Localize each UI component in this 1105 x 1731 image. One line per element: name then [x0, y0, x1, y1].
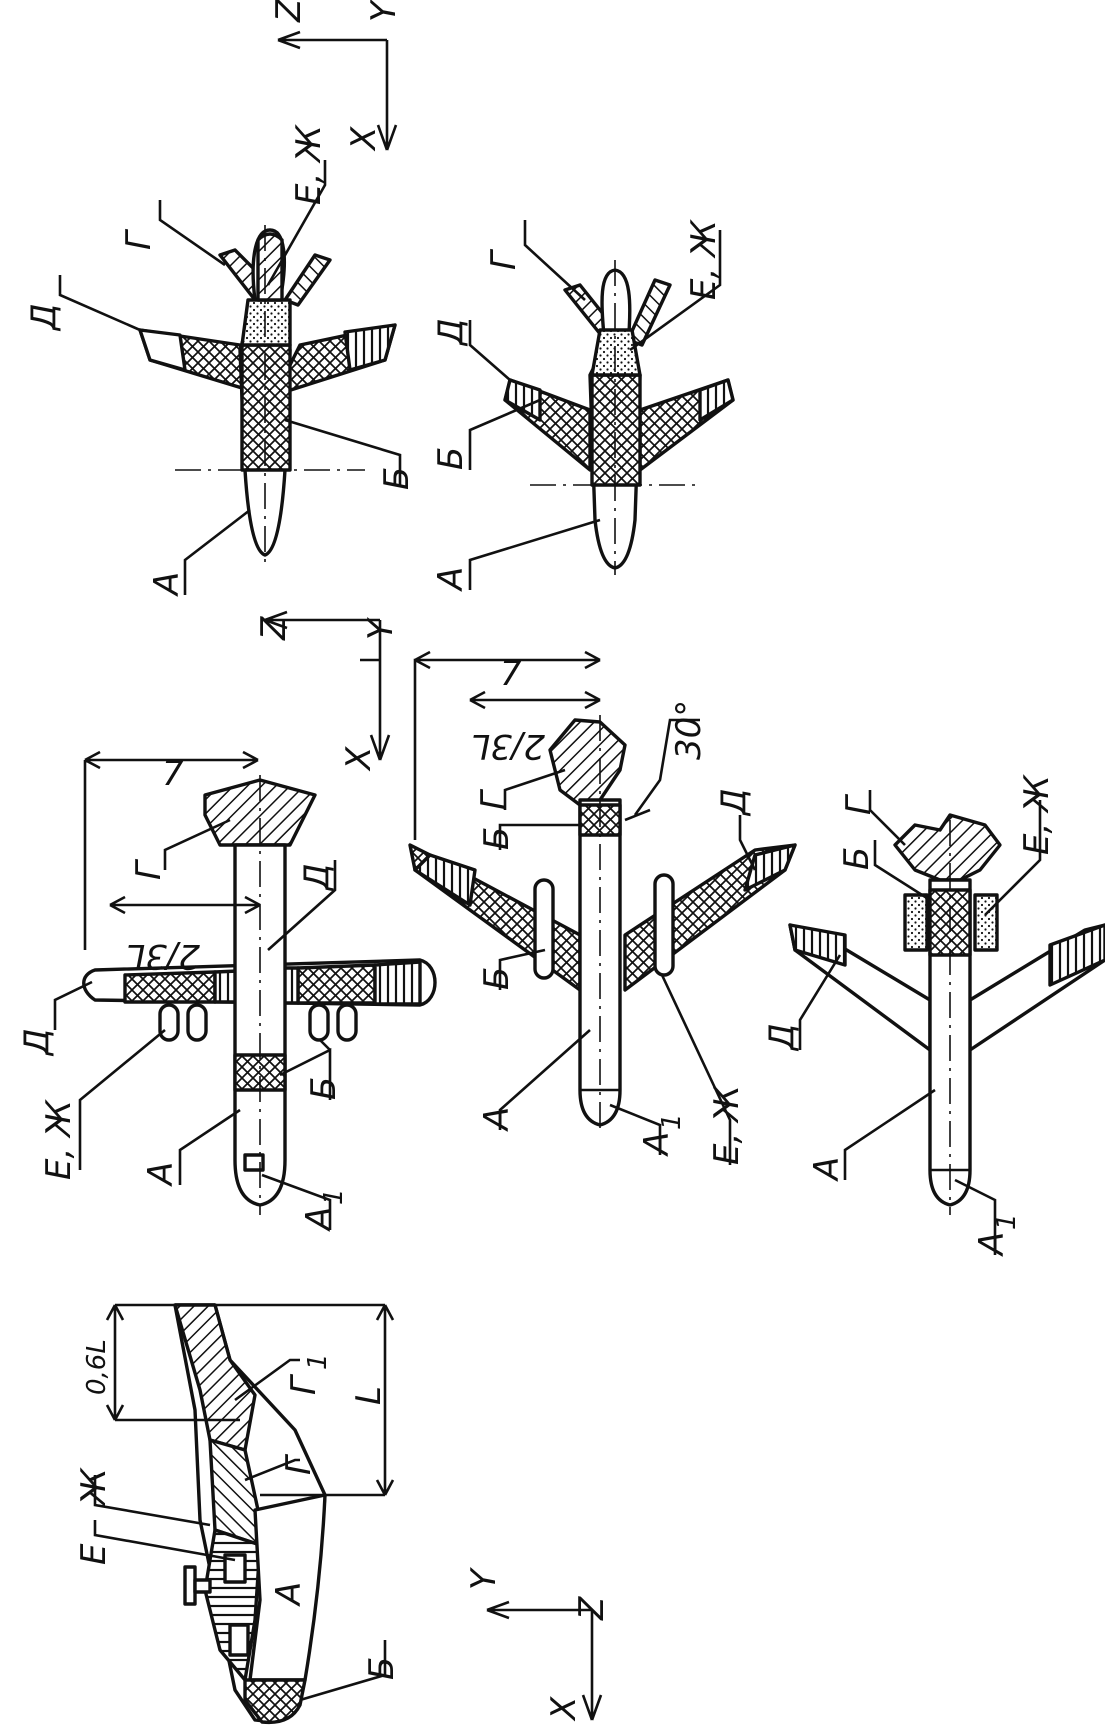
label-a1-tt-sub: 1: [992, 1213, 1022, 1230]
fighter-2: Д Г Е, Ж Б А: [431, 219, 735, 592]
label-a1-prop-sub: 1: [319, 1188, 349, 1205]
label-d-f2: Д: [431, 318, 471, 347]
label-a-heli: А: [269, 1582, 309, 1607]
label-a1-prop: А: [299, 1207, 339, 1232]
label-ezh-tt: Е, Ж: [1017, 774, 1057, 855]
dim-30-deg: 30°: [669, 700, 709, 760]
label-g-f2: Г: [484, 248, 524, 270]
dim-7-prop: 7: [162, 754, 184, 794]
label-ezh-jet: Е, Ж: [707, 1084, 747, 1165]
label-ezh-f1: Е, Ж: [289, 124, 329, 205]
label-g1-heli: Г: [284, 1373, 324, 1395]
label-d-prop: Д: [297, 863, 337, 892]
axes-bottom-left: Y Z X: [464, 1567, 612, 1722]
axis-y-label-3: Y: [464, 1567, 504, 1590]
label-a1-tt: А: [972, 1232, 1012, 1257]
label-b-tt: Б: [837, 847, 877, 870]
label-b-heli: Б: [362, 1657, 402, 1680]
axis-z-label: Z: [269, 0, 309, 23]
label-d-prop-wing: Д: [17, 1028, 57, 1057]
label-d-tt: Д: [762, 1023, 802, 1052]
label-b-prop: Б: [304, 1077, 344, 1100]
label-a1-jet: А: [637, 1132, 677, 1157]
label-b-f1: Б: [377, 467, 417, 490]
label-d-jet: Д: [714, 788, 754, 817]
label-ezh-prop: Е, Ж: [39, 1099, 79, 1180]
label-g-tt: Г: [839, 793, 879, 815]
label-a-jet: А: [477, 1107, 517, 1132]
label-g-jet: Г: [474, 788, 514, 810]
label-a-f1: А: [147, 572, 187, 597]
axis-z-label-2: Z: [254, 616, 294, 641]
axis-y-label-2: Y: [361, 617, 401, 640]
helicopter-side: L 0,6L Г 1 Г Ж Е А Б: [74, 1303, 402, 1725]
axis-y-label: Y: [364, 0, 404, 22]
label-b-jet-wing: Б: [477, 967, 517, 990]
label-g-heli: Г: [279, 1453, 319, 1475]
label-d-f1: Д: [24, 303, 64, 332]
dim-0-6l: 0,6L: [82, 1339, 112, 1395]
label-b-jet: Б: [477, 827, 517, 850]
dim-2-3l-prop: 2/3L: [126, 936, 200, 976]
label-ezh-f2: Е, Ж: [684, 219, 724, 300]
label-g-prop: Г: [129, 858, 169, 880]
label-e-heli: Е: [74, 1543, 114, 1565]
label-a-f2: А: [431, 567, 471, 592]
dim-l: L: [349, 1386, 389, 1405]
axes-top-right: Z Y X: [269, 0, 404, 152]
axes-middle: Z Y X: [254, 610, 401, 772]
fighter-1: Д Г Е, Ж Б А: [24, 124, 417, 597]
label-a1-jet-sub: 1: [657, 1113, 687, 1130]
label-a-prop: А: [141, 1162, 181, 1187]
dim-7-jet: 7: [500, 654, 522, 694]
label-g-f1: Г: [119, 228, 159, 250]
prop-airliner: 7 2/3L Г Д Д Е, Ж Б А А 1: [17, 750, 437, 1232]
axis-x-label-2: X: [339, 746, 379, 772]
axis-x-label-3: X: [544, 1696, 584, 1722]
label-b-f2: Б: [431, 447, 471, 470]
ttail-jet: Г Б Е, Ж Д А А 1: [762, 774, 1105, 1257]
label-g1-heli-sub: 1: [303, 1353, 333, 1370]
axis-z-label-3: Z: [572, 1596, 612, 1621]
axis-x-label: X: [344, 126, 384, 152]
dim-2-3l-jet: 2/3L: [471, 726, 545, 766]
swept-jet-airliner: 7 2/3L 30° Г Б Д Б А А 1 Е, Ж: [408, 650, 797, 1165]
label-zh-heli: Ж: [74, 1467, 114, 1507]
label-a-tt: А: [807, 1157, 847, 1182]
